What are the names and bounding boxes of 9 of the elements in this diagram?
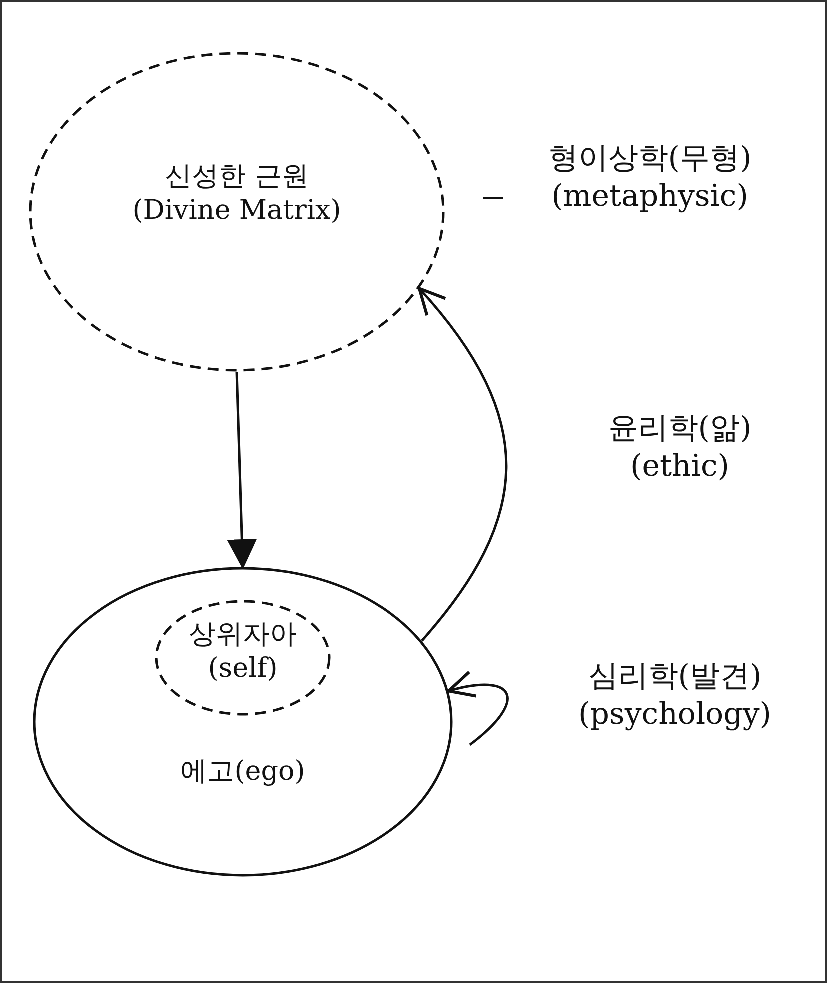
ellipse-label: 신성한 근원 (Divine Matrix)	[132, 160, 342, 228]
ellipse-label: 상위자아 (self)	[188, 618, 298, 686]
ellipse-label: 에고(ego)	[180, 755, 306, 789]
dashed-ellipse	[155, 600, 331, 716]
arrow	[418, 287, 508, 642]
arrow	[447, 672, 509, 746]
ellipse	[33, 567, 453, 877]
dashed-ellipse	[29, 52, 445, 372]
arrow	[227, 372, 258, 570]
